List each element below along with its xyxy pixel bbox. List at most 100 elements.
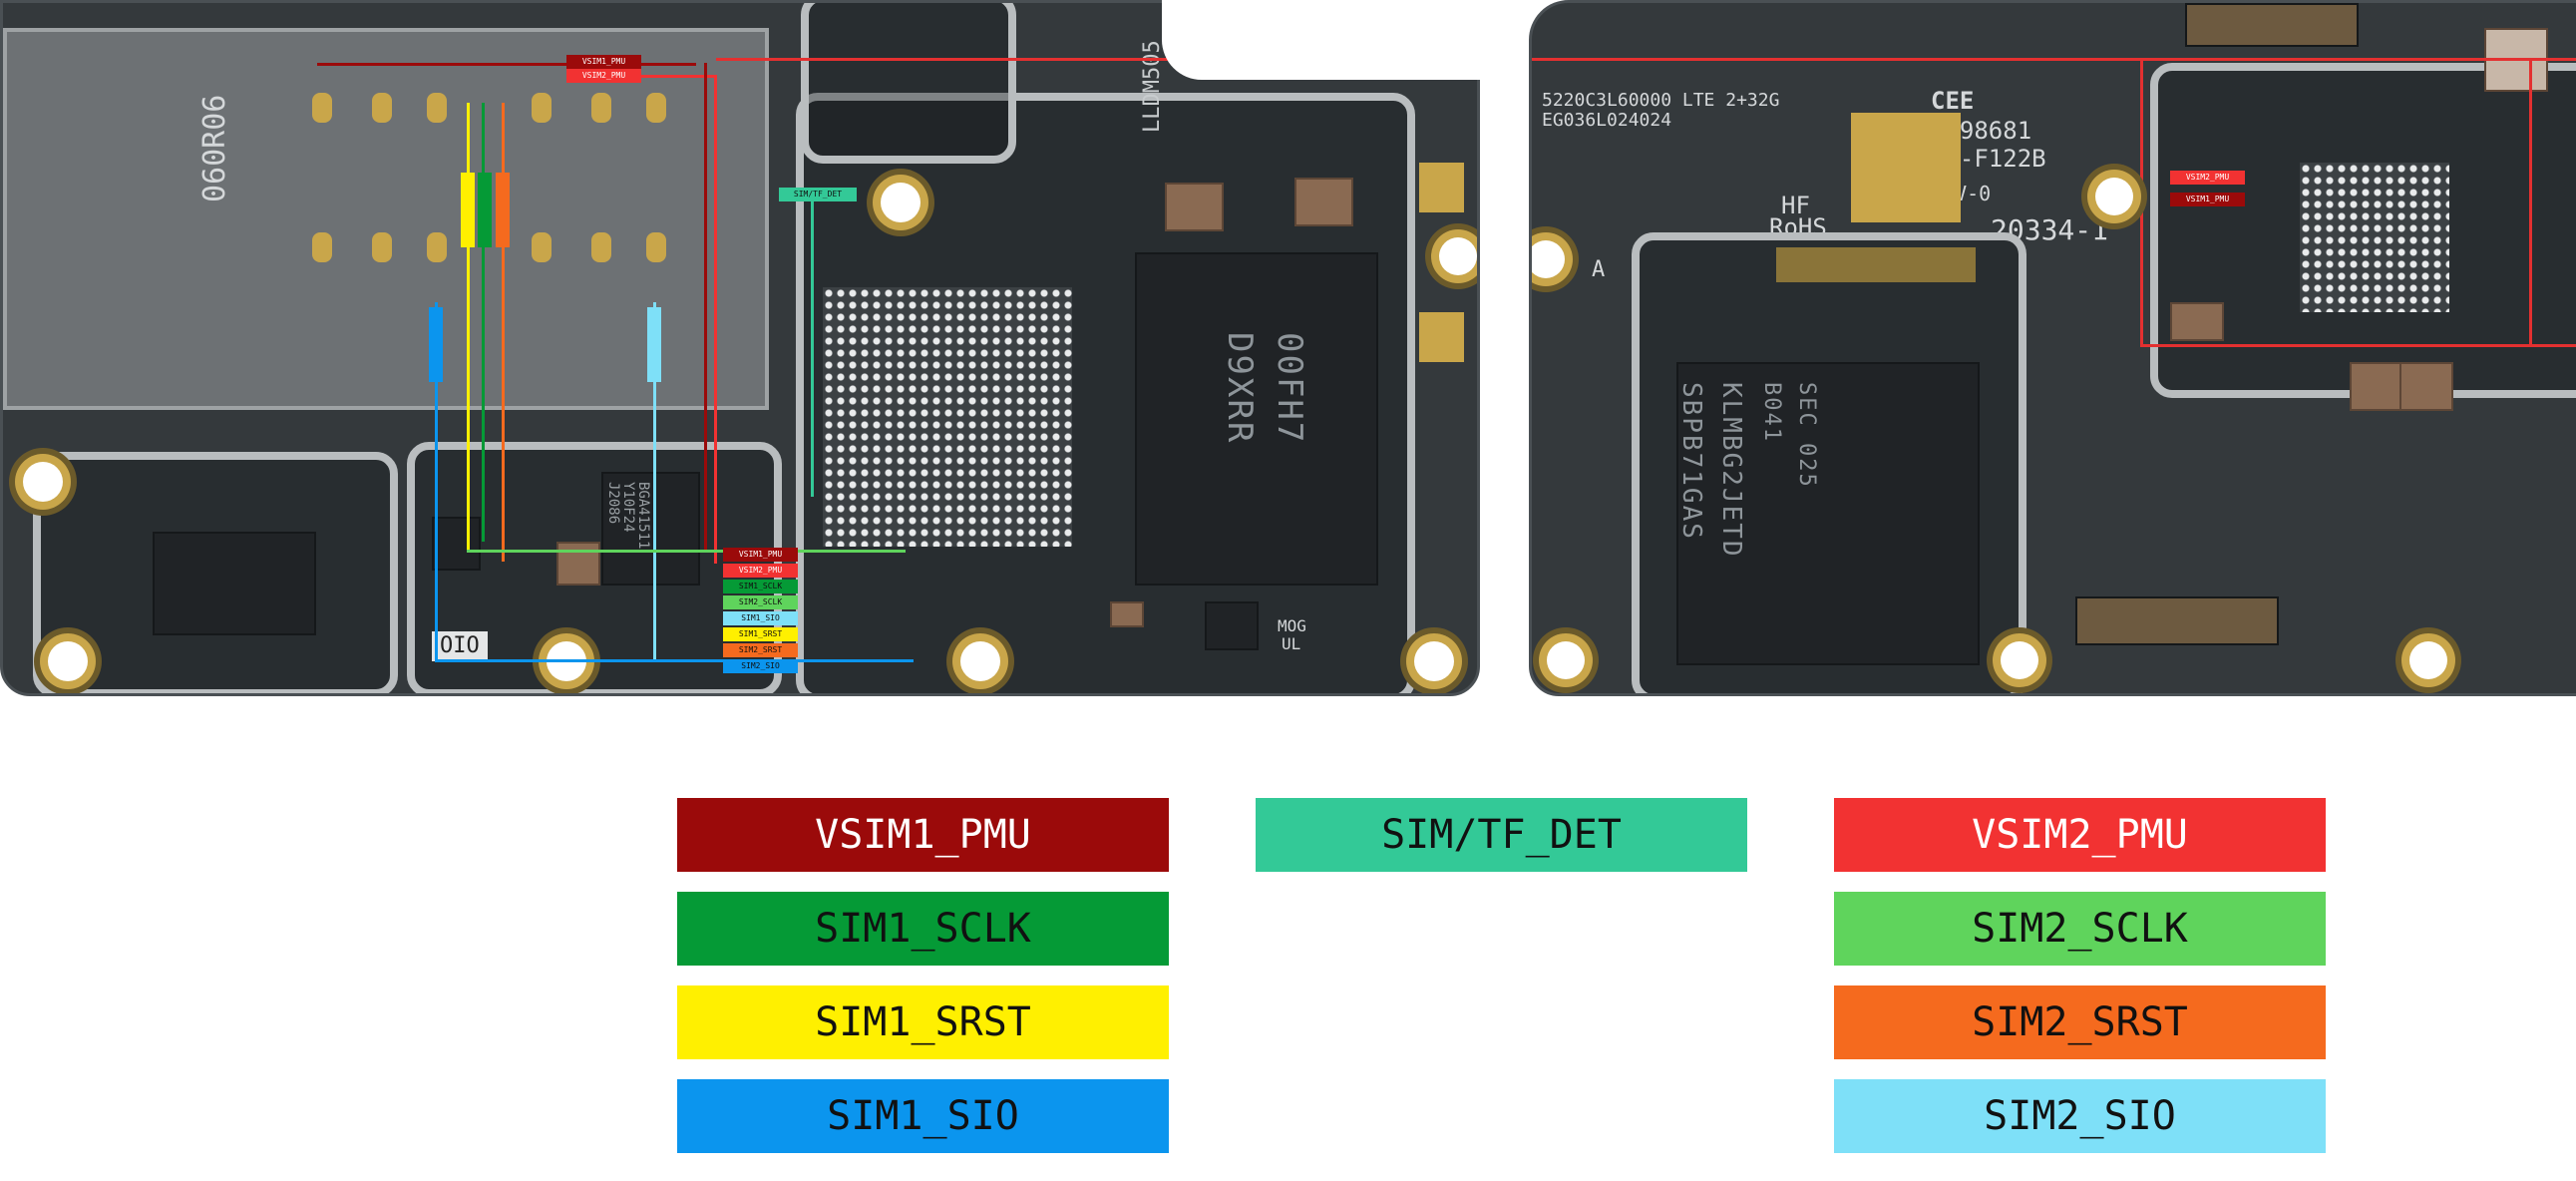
capacitor bbox=[556, 542, 600, 586]
silkscreen-text: 060R06 bbox=[197, 94, 232, 202]
chip-marking: SEC 025 bbox=[1794, 382, 1819, 489]
inductor bbox=[2399, 362, 2453, 411]
gold-pad bbox=[1851, 113, 1961, 222]
silkscreen-text: EG036L024024 bbox=[1542, 110, 1672, 131]
trace-vsim-loop-h bbox=[2140, 344, 2576, 347]
inductor-dark bbox=[1205, 601, 1259, 650]
legend-vsim2-pmu: VSIM2_PMU bbox=[1834, 798, 2326, 872]
legend-sim1-sio: SIM1_SIO bbox=[677, 1079, 1169, 1153]
sim-pad bbox=[646, 93, 666, 123]
mounting-hole bbox=[1439, 237, 1477, 275]
probe-label: SIM/TF_DET bbox=[779, 188, 857, 201]
silkscreen-text: HF bbox=[1781, 192, 1810, 219]
sim-card-connector bbox=[3, 28, 769, 410]
mounting-hole bbox=[1532, 240, 1565, 278]
legend-vsim1-pmu: VSIM1_PMU bbox=[677, 798, 1169, 872]
trace-sim1-sclk bbox=[482, 103, 485, 542]
legend-sim1-srst: SIM1_SRST bbox=[677, 985, 1169, 1059]
mounting-hole bbox=[2001, 641, 2038, 679]
memory-chip bbox=[1135, 252, 1378, 586]
trace-sim1-srst bbox=[467, 103, 470, 552]
probe-label: SIM2_SIO bbox=[723, 659, 798, 673]
inductor bbox=[2350, 362, 2403, 411]
mounting-hole bbox=[48, 641, 88, 681]
emmc-chip bbox=[1676, 362, 1980, 665]
silkscreen-text: CEE bbox=[1931, 87, 1975, 115]
legend-sim2-sclk: SIM2_SCLK bbox=[1834, 892, 2326, 966]
trace-vsim-long bbox=[1532, 58, 2576, 61]
board-connector bbox=[2185, 3, 2359, 47]
chip-marking: B041 bbox=[1759, 382, 1784, 443]
mounting-hole bbox=[1414, 641, 1454, 681]
test-marker-srst2 bbox=[496, 173, 510, 247]
mounting-hole bbox=[2095, 178, 2133, 215]
inductor bbox=[1294, 178, 1353, 226]
ic-chip bbox=[153, 532, 316, 635]
gold-pad bbox=[1419, 312, 1464, 362]
pcb-board-left: 060R06 00FH7 D9XRR BGA41511 Y10F24 J2086… bbox=[0, 0, 1480, 696]
sim-pad bbox=[532, 93, 552, 123]
probe-label: SIM2_SRST bbox=[723, 643, 798, 657]
legend-sim-tf-det: SIM/TF_DET bbox=[1256, 798, 1747, 872]
mounting-hole bbox=[1547, 641, 1585, 679]
silkscreen-text: A bbox=[1592, 257, 1606, 282]
probe-label: VSIM2_PMU bbox=[723, 564, 798, 578]
trace-sim2-sio bbox=[653, 302, 656, 661]
mounting-hole bbox=[2409, 641, 2447, 679]
probe-label: SIM2_SCLK bbox=[723, 595, 798, 609]
chip-marking: KLMBG2JETD bbox=[1716, 382, 1746, 559]
probe-label: VSIM2_PMU bbox=[2170, 171, 2245, 185]
sim-pad bbox=[312, 93, 332, 123]
trace-vsim2 bbox=[586, 75, 716, 78]
pcb-board-right: 5220C3L60000 LTE 2+32G EG036L024024 CEE … bbox=[1529, 0, 2576, 696]
legend-sim2-srst: SIM2_SRST bbox=[1834, 985, 2326, 1059]
probe-label: VSIM1_PMU bbox=[2170, 193, 2245, 206]
cpu-bga-pads bbox=[823, 287, 1072, 547]
sim-pad bbox=[427, 93, 447, 123]
silkscreen-text: 5220C3L60000 LTE 2+32G bbox=[1542, 90, 1780, 111]
capacitor bbox=[1110, 601, 1144, 627]
legend-sim1-sclk: SIM1_SCLK bbox=[677, 892, 1169, 966]
mounting-hole bbox=[960, 641, 1000, 681]
trace-vsim-loop bbox=[2140, 58, 2143, 347]
mounting-hole bbox=[23, 462, 63, 502]
test-marker-sclk bbox=[478, 173, 492, 247]
trace-vsim1-vertical bbox=[704, 63, 707, 552]
sim-pad bbox=[427, 232, 447, 262]
probe-label: VSIM1_PMU bbox=[723, 548, 798, 562]
silkscreen-text: MOG bbox=[1278, 616, 1306, 635]
gold-pad bbox=[1776, 247, 1976, 282]
silkscreen-text: UL bbox=[1282, 634, 1301, 653]
inductor bbox=[1165, 183, 1224, 231]
probe-label: SIM1_SCLK bbox=[723, 580, 798, 593]
silkscreen-text: LLDM505 bbox=[1140, 40, 1165, 133]
sim-pad bbox=[312, 232, 332, 262]
test-marker-srst bbox=[461, 173, 475, 247]
capacitor bbox=[2170, 302, 2224, 341]
probe-label: SIM1_SRST bbox=[723, 627, 798, 641]
board-connector bbox=[2075, 596, 2279, 645]
chip-marking: J2086 bbox=[605, 482, 621, 525]
trace-sim1-sio bbox=[435, 302, 438, 661]
shield-frame-bottom-left bbox=[33, 452, 398, 693]
test-marker-sio1 bbox=[429, 307, 443, 382]
trace-vsim-long bbox=[716, 58, 1477, 61]
probe-label: SIM1_SIO bbox=[723, 611, 798, 625]
trace-sim2-srst bbox=[502, 103, 505, 562]
sim-pad bbox=[372, 93, 392, 123]
chip-marking: D9XRR bbox=[1220, 332, 1260, 445]
pmu-chip bbox=[601, 472, 700, 586]
mounting-hole bbox=[881, 183, 920, 222]
sim-pad bbox=[372, 232, 392, 262]
trace-vsim-loop-v bbox=[2529, 58, 2532, 347]
trace-sim-h bbox=[467, 550, 906, 553]
silkscreen-text: OIO bbox=[432, 631, 488, 661]
trace-sim1-sio-h bbox=[435, 659, 914, 662]
sim-pad bbox=[646, 232, 666, 262]
trace-vsim2-vertical bbox=[714, 75, 717, 564]
inductor-dark bbox=[432, 517, 481, 571]
chip-marking: SBPB71GAS bbox=[1676, 382, 1706, 541]
sim-pad bbox=[591, 93, 611, 123]
sim-pad bbox=[532, 232, 552, 262]
legend-sim2-sio: SIM2_SIO bbox=[1834, 1079, 2326, 1153]
